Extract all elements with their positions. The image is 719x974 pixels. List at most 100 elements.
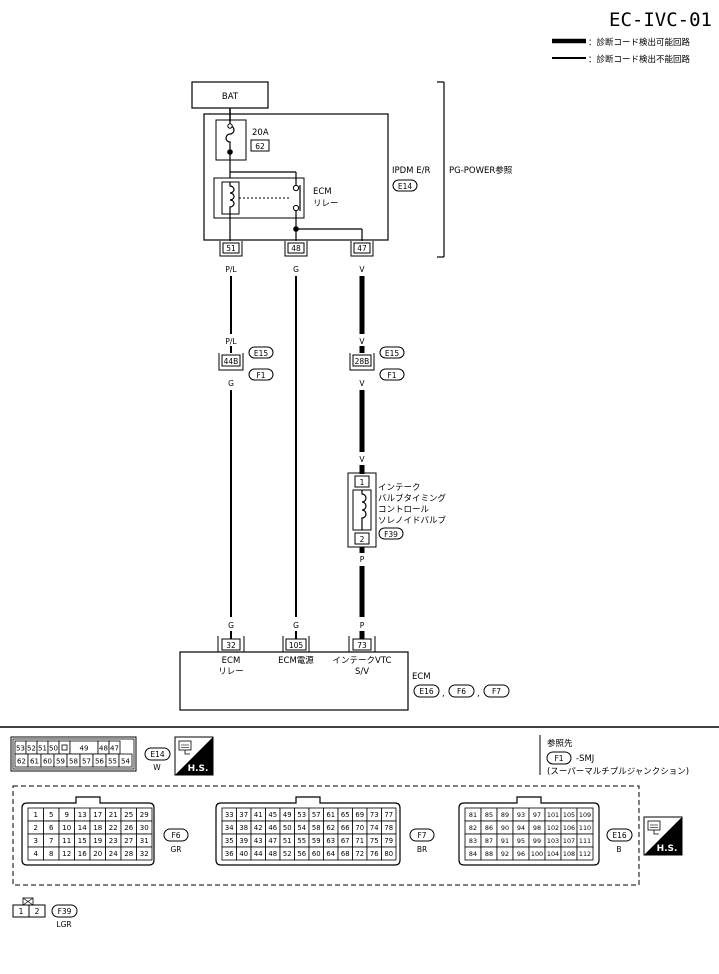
pin-number: 86 bbox=[485, 824, 493, 832]
pin-cell bbox=[136, 846, 153, 861]
pin-number: 24 bbox=[109, 850, 118, 858]
pin-number: 93 bbox=[517, 811, 525, 819]
legend-thin-label: ：診断コード検出不能回路 bbox=[588, 54, 691, 65]
connector-id-badge bbox=[51, 904, 78, 918]
pin-number: 104 bbox=[547, 850, 559, 858]
hs-label: H.S. bbox=[657, 844, 678, 854]
pin-number: 92 bbox=[501, 850, 509, 858]
ecm-box bbox=[179, 651, 409, 711]
pin-number: 13 bbox=[78, 811, 87, 819]
ipdm-pin-box bbox=[287, 242, 305, 254]
connector-id-badge bbox=[409, 828, 435, 842]
relay-contact-bottom bbox=[292, 204, 300, 212]
pin-number: 107 bbox=[563, 837, 575, 845]
junction-conn-badge bbox=[379, 368, 405, 381]
pin-cell bbox=[381, 846, 397, 861]
battery-label: BAT bbox=[222, 92, 239, 102]
connector-id: F6 bbox=[171, 831, 180, 840]
pin-number: 2 bbox=[34, 824, 38, 832]
pin-number: 57 bbox=[312, 811, 321, 819]
pin-number: 97 bbox=[533, 811, 541, 819]
junction-pin-box bbox=[352, 354, 372, 367]
ipdm-pin-51: 51 bbox=[226, 244, 236, 253]
ecm-conn-sep: , bbox=[442, 689, 445, 699]
junction-conn-badge bbox=[248, 346, 274, 359]
pin-number: 43 bbox=[254, 837, 263, 845]
junction-conn-label: E15 bbox=[254, 349, 269, 358]
junction-conn-badge bbox=[379, 346, 405, 359]
pin-number: 61 bbox=[326, 811, 335, 819]
pin-number: 55 bbox=[108, 758, 117, 766]
ecm-relay-label: ECM bbox=[313, 187, 332, 197]
pin-number: 12 bbox=[62, 850, 71, 858]
wire-color-label: G bbox=[228, 621, 234, 630]
junction-bracket bbox=[349, 353, 375, 371]
ecm-conn-badge bbox=[413, 684, 440, 698]
pin-number: 58 bbox=[312, 824, 321, 832]
wire-color-label: P/L bbox=[225, 265, 237, 274]
hs-badge: H.S. bbox=[174, 736, 214, 776]
pin-number: 21 bbox=[109, 811, 118, 819]
pin-number: 110 bbox=[579, 824, 591, 832]
connector-id-badge bbox=[144, 747, 171, 761]
ecm-pin-label: インテークVTC bbox=[333, 656, 392, 666]
pin-number: 84 bbox=[469, 850, 477, 858]
pin-number: 72 bbox=[355, 850, 364, 858]
pin-number: 15 bbox=[78, 837, 87, 845]
pin-number: 17 bbox=[93, 811, 102, 819]
pin-number: 40 bbox=[239, 850, 248, 858]
connector-id: F39 bbox=[58, 907, 72, 916]
page-code: EC-IVC-01 bbox=[609, 9, 712, 31]
pin-number: 44 bbox=[254, 850, 263, 858]
pin-number: 54 bbox=[121, 758, 130, 766]
pin-number: 101 bbox=[547, 811, 559, 819]
connector-housing bbox=[21, 796, 155, 866]
pin-number: 60 bbox=[43, 758, 52, 766]
pin-number: 51 bbox=[38, 745, 47, 753]
pin-number: 62 bbox=[326, 824, 335, 832]
ecm-conn-sep: , bbox=[477, 689, 480, 699]
pin-number: 18 bbox=[93, 824, 102, 832]
reference-desc: -SMJ bbox=[576, 754, 594, 764]
ecm-pin-label: ECM電源 bbox=[278, 656, 314, 666]
pin-number: 96 bbox=[517, 850, 525, 858]
pin-number: 25 bbox=[124, 811, 133, 819]
pin-number: 91 bbox=[501, 837, 509, 845]
ecm-relay-box bbox=[213, 177, 305, 219]
pin-number: 4 bbox=[34, 850, 39, 858]
ipdm-pin-box bbox=[222, 242, 240, 254]
pin-number: 53 bbox=[297, 811, 306, 819]
pin-number: 14 bbox=[78, 824, 87, 832]
connector-hand-icon bbox=[178, 740, 192, 755]
wire-color-label: V bbox=[359, 265, 365, 274]
pin-number: 106 bbox=[563, 824, 575, 832]
pin-number: 35 bbox=[225, 837, 234, 845]
pin-number: 28 bbox=[124, 850, 133, 858]
connector-housing bbox=[215, 796, 401, 866]
connector-color: W bbox=[153, 763, 161, 772]
ecm-pin-box bbox=[285, 638, 307, 651]
pin-number: 69 bbox=[355, 811, 364, 819]
pin-number: 16 bbox=[78, 850, 87, 858]
pin-cell bbox=[576, 846, 594, 861]
solenoid-label: コントロール bbox=[378, 505, 430, 515]
pin-number: 50 bbox=[283, 824, 292, 832]
ipdm-connector-label: E14 bbox=[398, 182, 413, 191]
reference-conn-badge bbox=[546, 751, 572, 765]
pin-number: 53 bbox=[16, 745, 25, 753]
junction-conn-label: E15 bbox=[385, 349, 400, 358]
connector-id: E16 bbox=[612, 831, 627, 840]
pin-number: 105 bbox=[563, 811, 575, 819]
reference-conn-label: F1 bbox=[554, 754, 563, 763]
wire-color-label: P/L bbox=[225, 337, 237, 346]
hs-label: H.S. bbox=[188, 764, 209, 774]
junction-pin-44b: 44B bbox=[224, 357, 239, 366]
pin-number: 5 bbox=[49, 811, 53, 819]
solenoid-label: ソレノイドバルブ bbox=[378, 515, 447, 526]
wire-color-label: V bbox=[359, 379, 365, 388]
ecm-conn-label: E16 bbox=[419, 687, 434, 696]
